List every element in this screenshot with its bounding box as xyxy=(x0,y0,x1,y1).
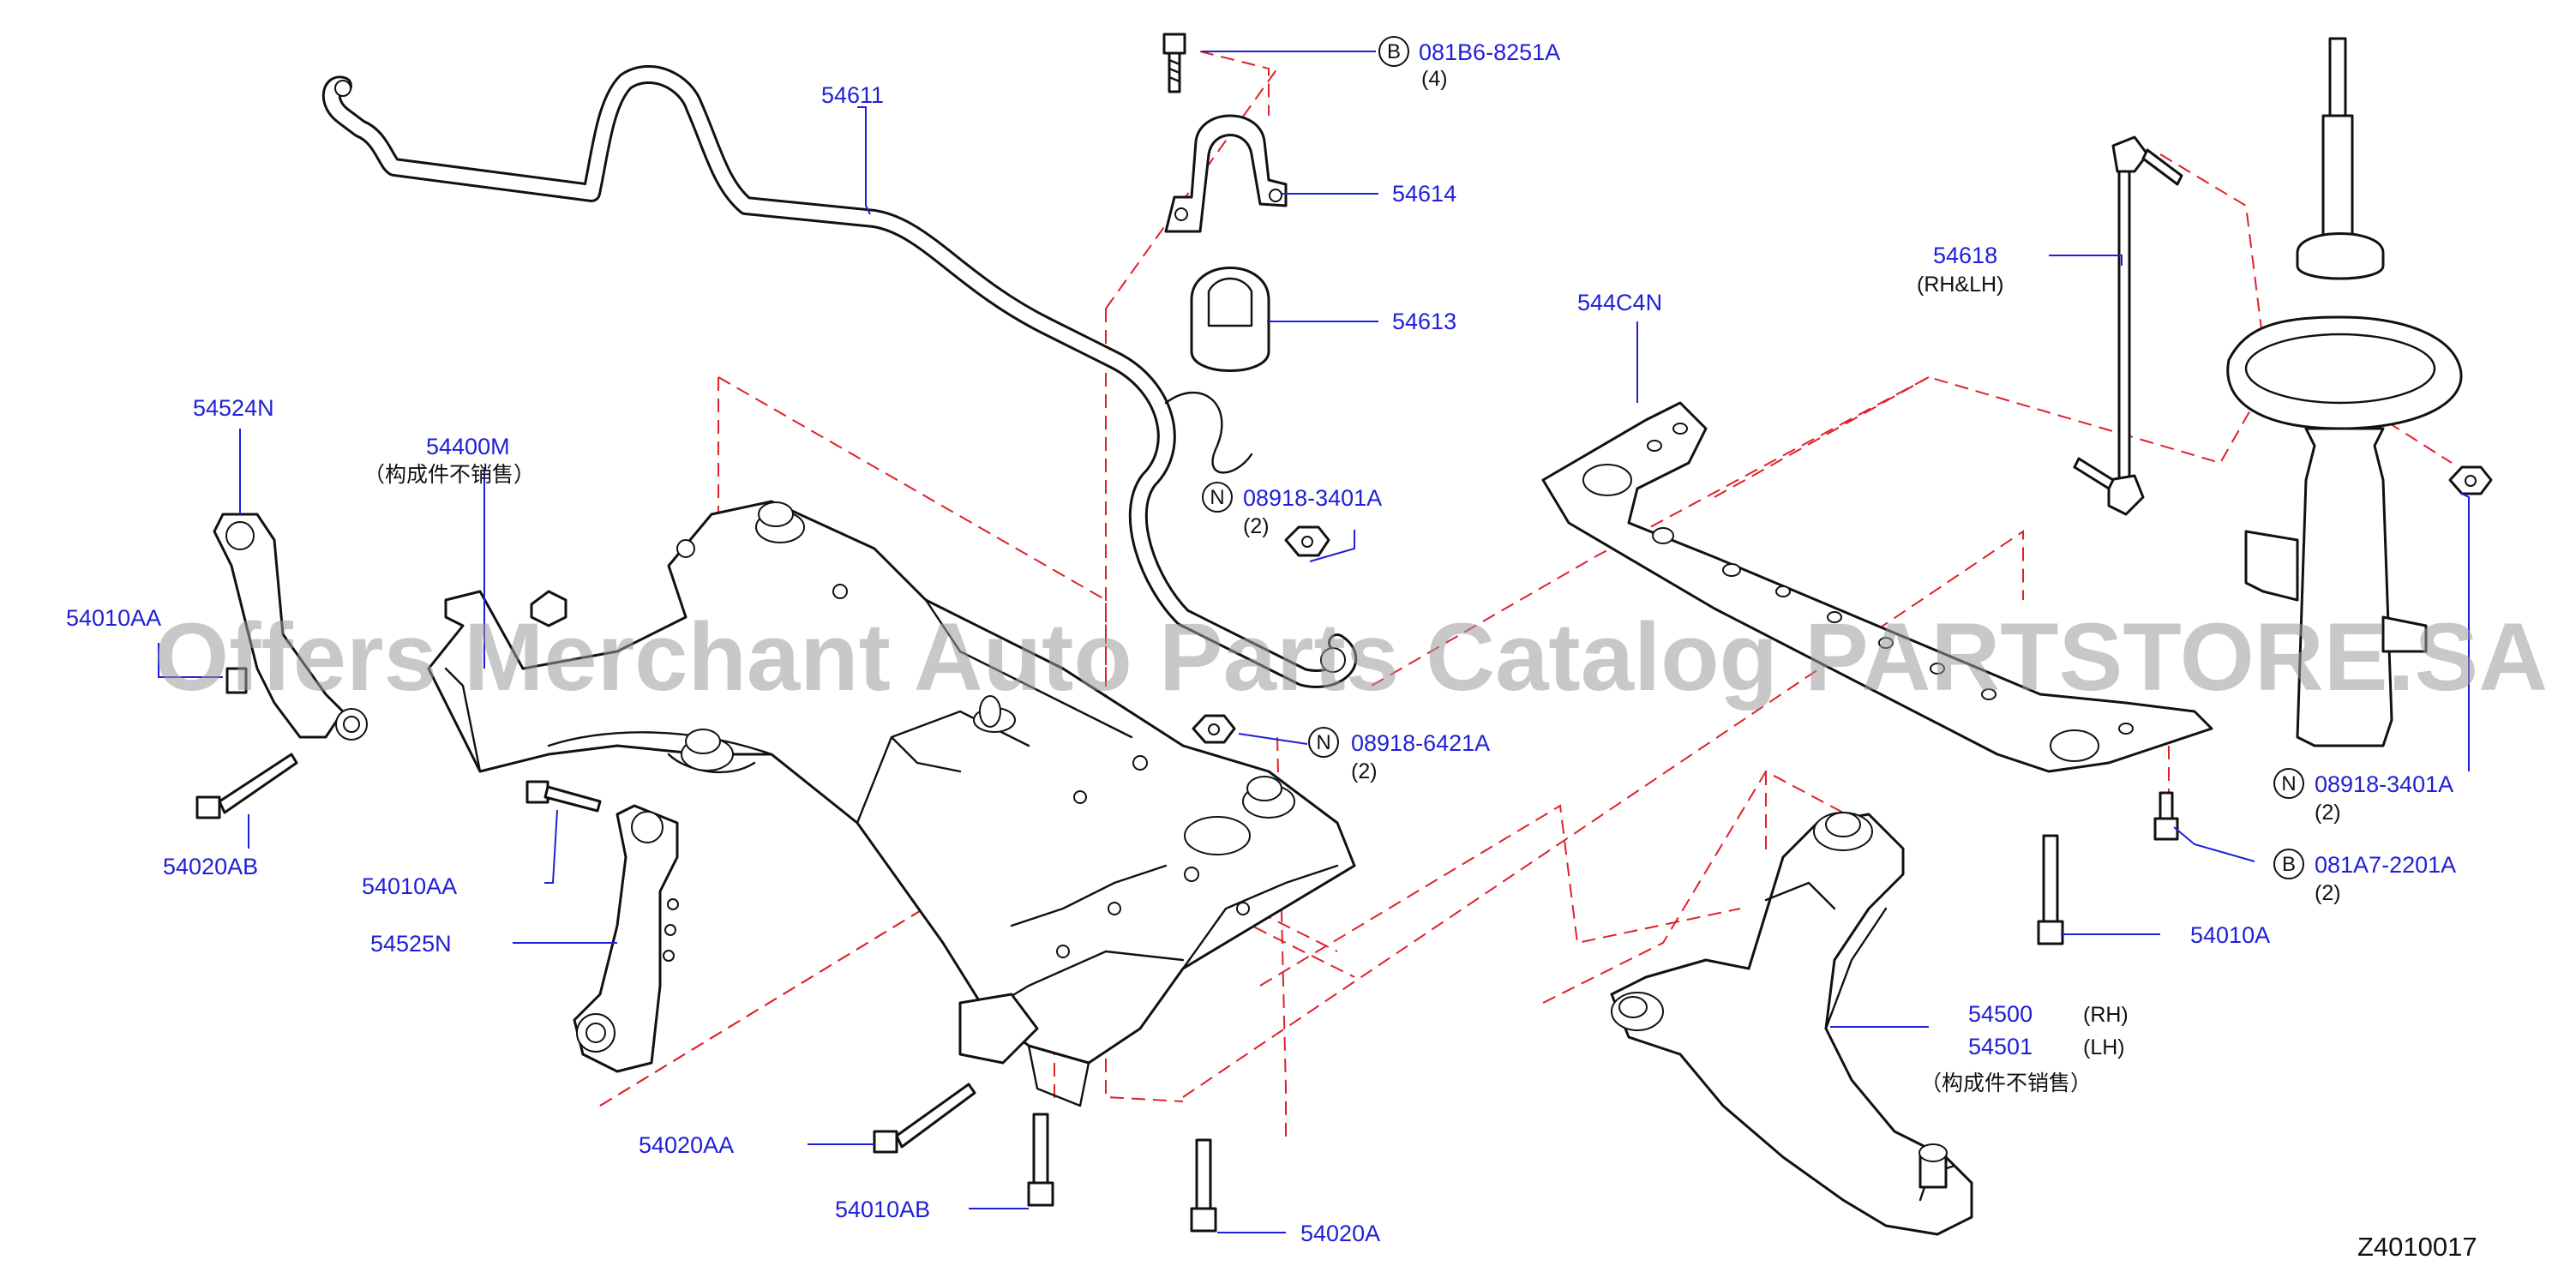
diagram-code: Z4010017 xyxy=(2357,1232,2477,1262)
stabilizer-bar-icon xyxy=(321,64,1358,688)
note-54500: （构成件不销售） xyxy=(1920,1071,2092,1095)
nut-icon xyxy=(2448,465,2493,495)
reinforcement-bracket-icon xyxy=(1541,401,2213,773)
b-badge-letter: B xyxy=(2282,853,2296,876)
label-54618: 54618 xyxy=(1933,243,1997,268)
side-54500: (RH) xyxy=(2083,1003,2129,1027)
note-54400M: （构成件不销售） xyxy=(363,463,535,487)
bolt-icon xyxy=(1162,33,1186,93)
n-badge-icon xyxy=(2273,768,2304,799)
n-badge-icon xyxy=(1308,727,1339,758)
label-54010AA-left: 54010AA xyxy=(66,605,161,631)
label-54010A: 54010A xyxy=(2190,922,2270,948)
watermark-text: Offers Merchant Auto Parts Catalog PARTS… xyxy=(154,603,2548,711)
label-54501: 54501 xyxy=(1968,1034,2033,1059)
label-54010AB: 54010AB xyxy=(835,1197,930,1222)
label-081A7-2201A: 081A7-2201A xyxy=(2315,852,2456,878)
bolt-icon xyxy=(1027,1113,1054,1207)
part-labels: 54611 54614 54613 B 081B6-8251A (4) N 08… xyxy=(66,36,2456,1246)
qty-081B6-8251A: (4) xyxy=(1421,67,1448,91)
label-08918-6421A: 08918-6421A xyxy=(1351,730,1490,756)
b-badge-icon xyxy=(1378,36,1409,67)
bolt-icon xyxy=(195,753,298,819)
label-54614: 54614 xyxy=(1392,181,1456,207)
link-lower-icon xyxy=(573,804,679,1073)
nut-icon xyxy=(1192,714,1236,744)
n-badge-icon xyxy=(1202,482,1233,513)
label-54500: 54500 xyxy=(1968,1001,2033,1027)
note-54618: (RH&LH) xyxy=(1917,273,2003,297)
b-badge-letter: B xyxy=(1387,40,1401,63)
strut-assembly-icon xyxy=(2226,37,2463,747)
bolt-icon xyxy=(1190,1138,1217,1233)
bolt-icon xyxy=(873,1083,976,1154)
label-54400M: 54400M xyxy=(426,434,510,459)
bushing-icon xyxy=(1190,267,1270,372)
label-54010AA-mid: 54010AA xyxy=(362,873,457,899)
label-544C4N: 544C4N xyxy=(1577,290,1662,315)
bolt-icon xyxy=(525,780,602,813)
qty-081A7-2201A: (2) xyxy=(2315,881,2341,905)
n-badge-letter: N xyxy=(1210,486,1224,509)
label-54020AA: 54020AA xyxy=(639,1132,734,1158)
nut-icon xyxy=(1284,525,1330,557)
label-081B6-8251A: 081B6-8251A xyxy=(1419,39,1560,65)
label-54525N: 54525N xyxy=(370,931,452,957)
suspension-member-icon xyxy=(427,500,1356,1107)
label-54611: 54611 xyxy=(821,82,884,108)
label-54613: 54613 xyxy=(1392,309,1456,334)
label-08918-3401A-right: 08918-3401A xyxy=(2315,771,2453,797)
transverse-link-icon xyxy=(1610,812,1973,1236)
side-54501: (LH) xyxy=(2083,1035,2125,1059)
label-08918-3401A-upper: 08918-3401A xyxy=(1243,485,1382,511)
label-54020A: 54020A xyxy=(1300,1221,1380,1246)
qty-08918-3401A-upper: (2) xyxy=(1243,514,1270,538)
label-54020AB: 54020AB xyxy=(163,854,258,879)
stabilizer-link-rod-icon xyxy=(2073,135,2183,516)
label-54524N: 54524N xyxy=(193,395,274,421)
qty-08918-6421A: (2) xyxy=(1351,759,1378,783)
b-badge-icon xyxy=(2273,849,2304,879)
link-upper-icon xyxy=(213,513,368,741)
n-badge-letter: N xyxy=(1316,731,1330,754)
bushing-clamp-icon xyxy=(1164,114,1288,233)
bolt-icon xyxy=(2153,791,2179,841)
qty-08918-3401A-right: (2) xyxy=(2315,801,2341,825)
bolt-icon xyxy=(2037,834,2064,945)
leader-lines xyxy=(158,51,2470,1233)
n-badge-letter: N xyxy=(2281,772,2296,795)
